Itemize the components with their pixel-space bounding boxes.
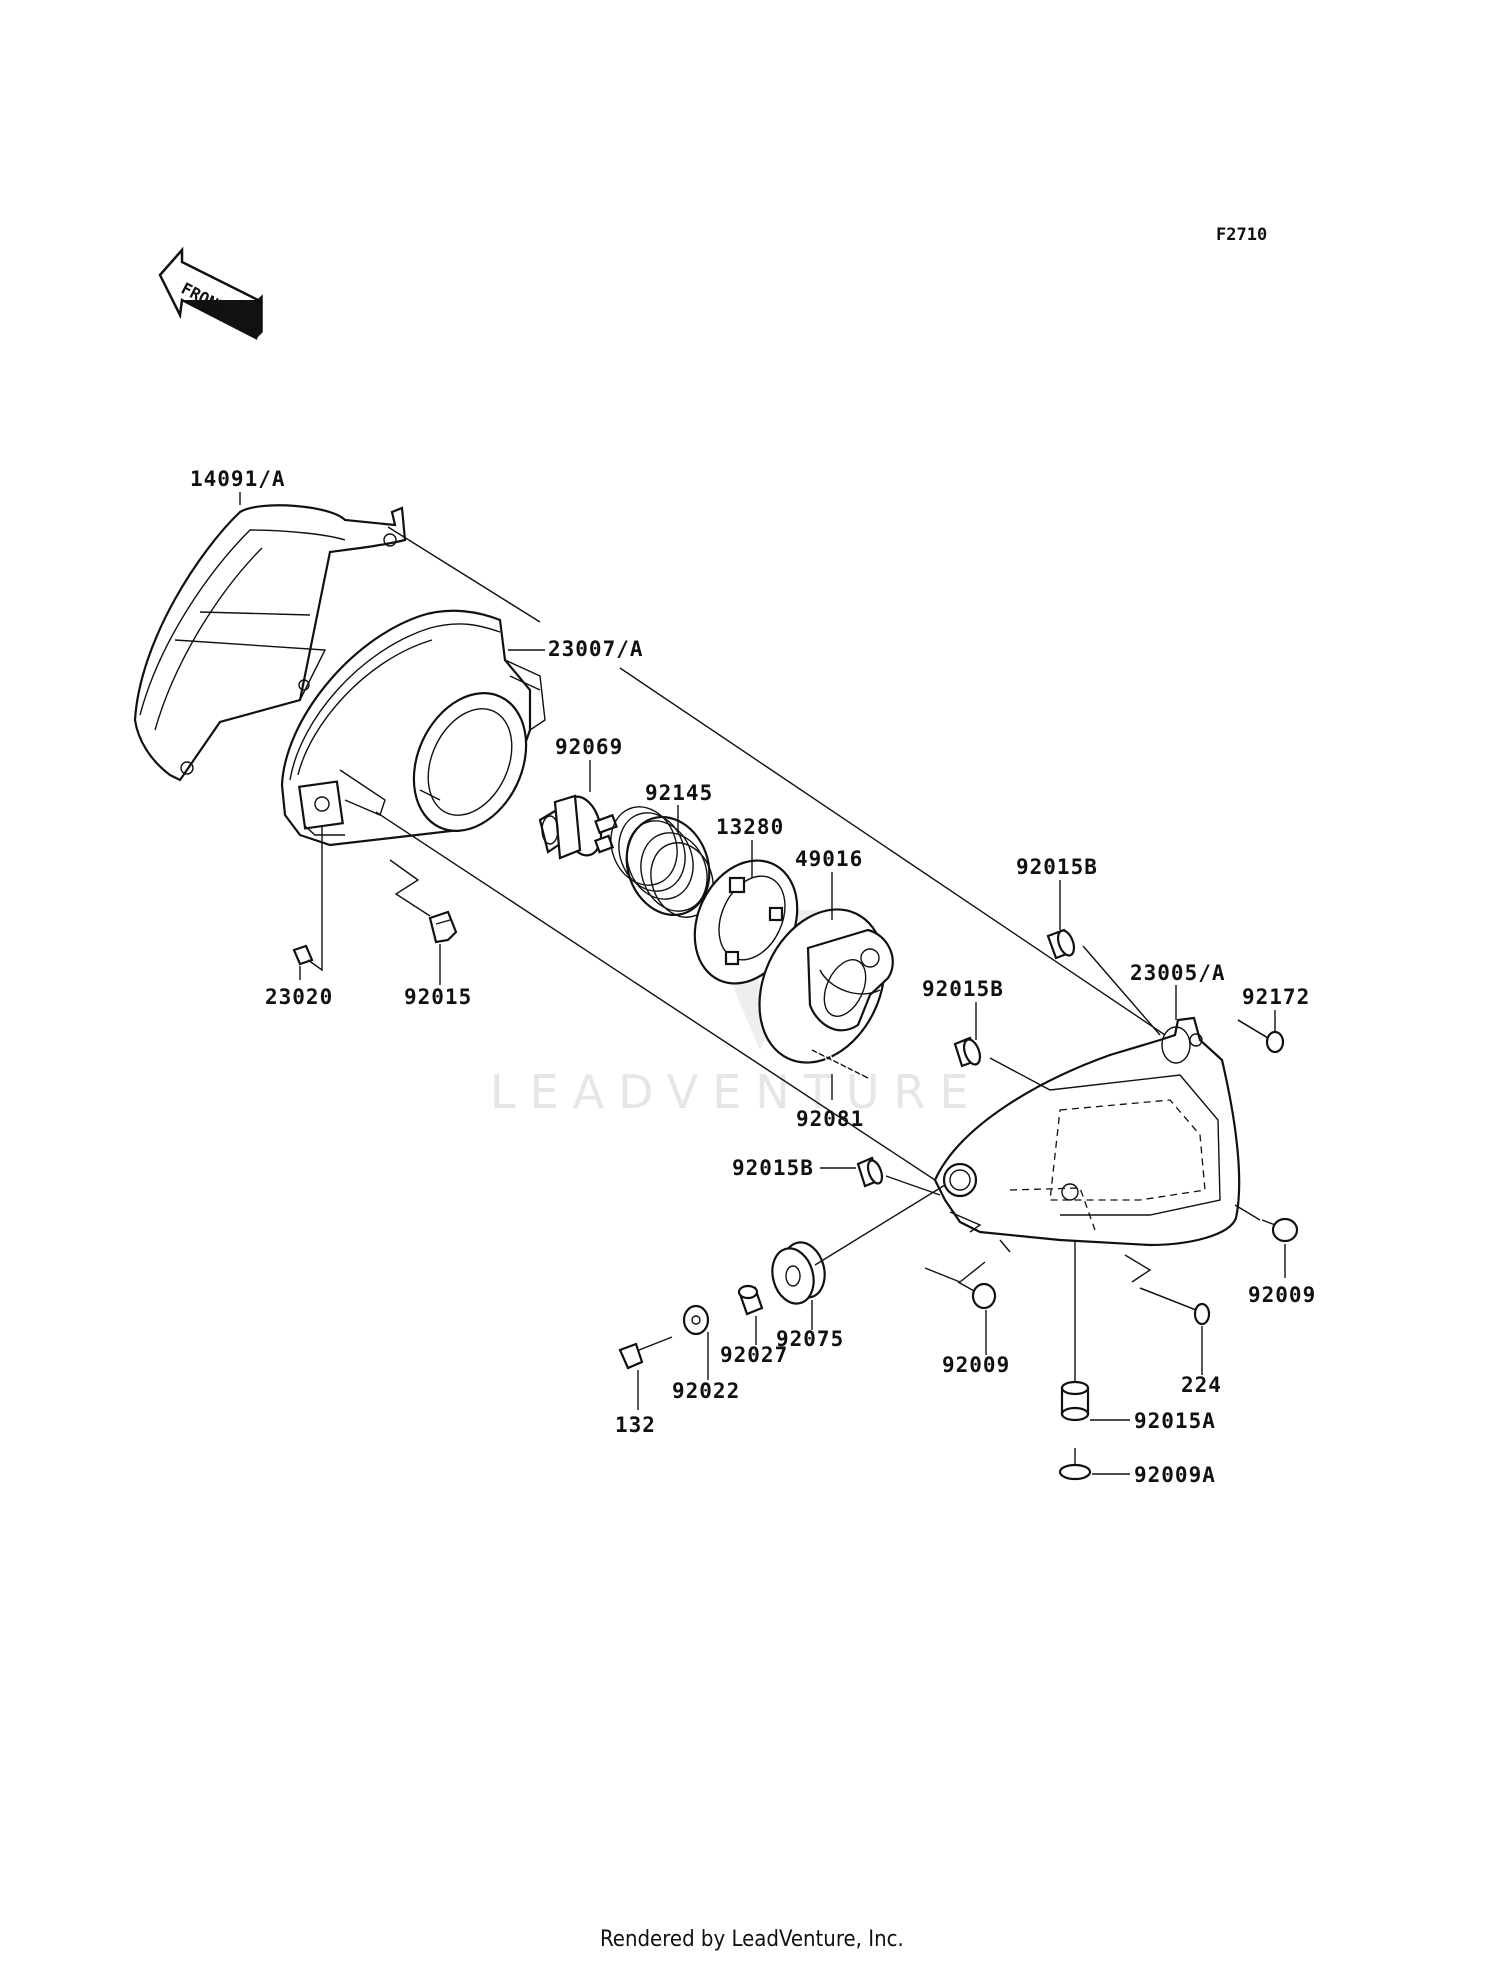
label-92075: 92075 bbox=[776, 1327, 844, 1351]
label-224: 224 bbox=[1181, 1373, 1222, 1397]
label-92069: 92069 bbox=[555, 735, 623, 759]
label-23020: 23020 bbox=[265, 985, 333, 1009]
spring-92145 bbox=[610, 806, 714, 918]
label-92015A: 92015A bbox=[1134, 1409, 1216, 1433]
bolt-224 bbox=[1139, 1287, 1211, 1326]
label-92015B-mid: 92015B bbox=[922, 977, 1004, 1001]
bushing-92015A bbox=[1060, 1380, 1090, 1422]
label-92009-right: 92009 bbox=[1248, 1283, 1316, 1307]
label-92015B-top: 92015B bbox=[1016, 855, 1098, 879]
spring-92081 bbox=[811, 1045, 869, 1079]
bolt-132 bbox=[618, 1336, 673, 1370]
label-23005A: 23005/A bbox=[1130, 961, 1226, 985]
label-92022: 92022 bbox=[672, 1379, 740, 1403]
screw-92009A bbox=[1058, 1448, 1092, 1481]
grommet-92075 bbox=[771, 1241, 826, 1305]
nut-23020 bbox=[292, 944, 314, 966]
footer-credit: Rendered by LeadVenture, Inc. bbox=[600, 1927, 904, 1952]
label-92172: 92172 bbox=[1242, 985, 1310, 1009]
bushing-92015B-top bbox=[1046, 928, 1076, 960]
label-92015: 92015 bbox=[404, 985, 472, 1009]
washer-92022 bbox=[682, 1304, 710, 1336]
bushing-92015B-mid bbox=[953, 1036, 982, 1068]
label-14091A: 14091/A bbox=[190, 467, 286, 491]
bulb-92069 bbox=[538, 794, 618, 860]
label-92027: 92027 bbox=[720, 1343, 788, 1367]
label-132: 132 bbox=[615, 1413, 656, 1437]
label-92009A: 92009A bbox=[1134, 1463, 1216, 1487]
ring-13280 bbox=[693, 859, 799, 985]
front-arrow-icon: FRONT bbox=[158, 246, 263, 340]
label-92145: 92145 bbox=[645, 781, 713, 805]
label-92015B-low: 92015B bbox=[732, 1156, 814, 1180]
watermark-text: LEADVENTURE bbox=[490, 1065, 983, 1119]
collar-92027 bbox=[737, 1284, 764, 1316]
clip-92015 bbox=[428, 910, 458, 944]
label-92081: 92081 bbox=[796, 1107, 864, 1131]
diagram-code: F2710 bbox=[1216, 225, 1267, 245]
label-13280: 13280 bbox=[716, 815, 784, 839]
headlight-housing-23007A bbox=[280, 609, 546, 847]
screw-92009-right bbox=[1261, 1217, 1299, 1243]
label-92009-mid: 92009 bbox=[942, 1353, 1010, 1377]
label-49016: 49016 bbox=[795, 847, 863, 871]
bushing-92015B-low bbox=[856, 1156, 884, 1188]
screw-92009-mid bbox=[957, 1281, 997, 1310]
leader-lines bbox=[307, 526, 1261, 1382]
case-23005A bbox=[933, 1016, 1241, 1247]
label-23007A: 23007/A bbox=[548, 637, 644, 661]
visor-14091A bbox=[133, 504, 407, 782]
screw-92172 bbox=[1237, 1019, 1285, 1054]
label-pointers bbox=[239, 492, 1286, 1475]
holder-49016 bbox=[758, 908, 894, 1064]
